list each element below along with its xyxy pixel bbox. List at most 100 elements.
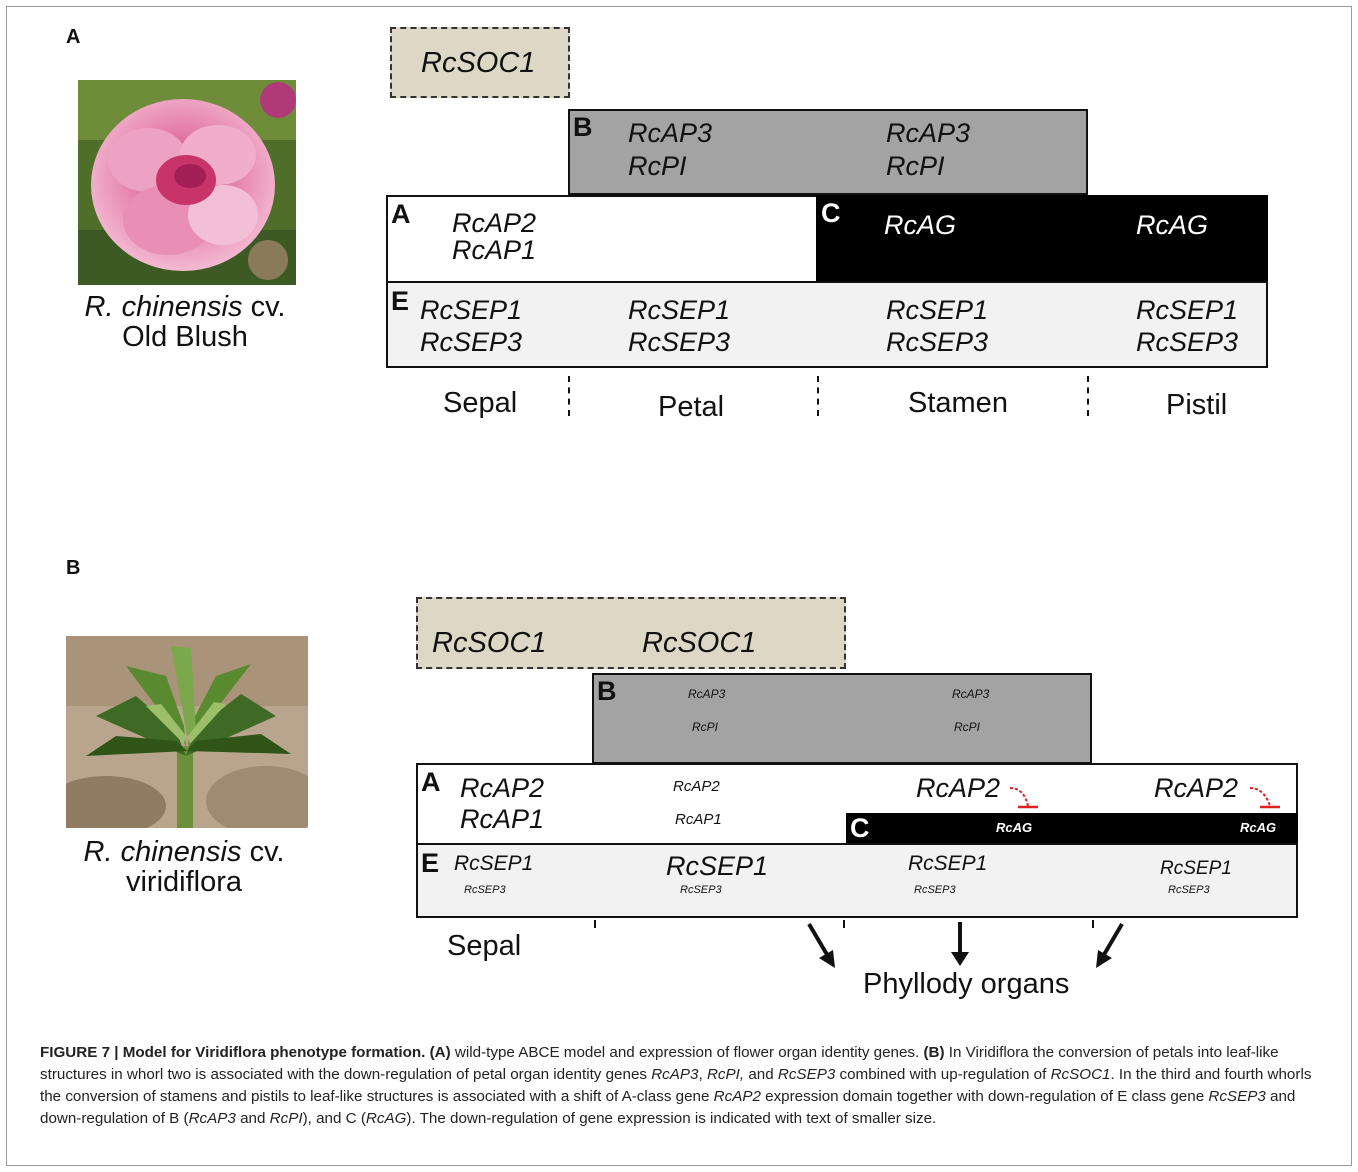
panel-a-b-class-letter: B (573, 112, 593, 142)
inhibition-arrow-icon (1249, 787, 1280, 809)
panel-b-a-gene-small: RcAP2 (673, 778, 720, 795)
panel-a-b-gene: RcAP3 (886, 118, 971, 148)
panel-b-cultivar: viridiflora (125, 866, 243, 898)
inhibition-arrow-icon (1009, 787, 1038, 809)
panel-b-a-gene-small: RcAP1 (675, 811, 722, 828)
panel-a-whorl-divider (568, 376, 570, 416)
panel-a-a-class-box: A RcAP2 RcAP1 (386, 195, 818, 283)
panel-b-e-gene: RcSEP1 (908, 852, 988, 875)
panel-b-a-class-letter: A (421, 767, 441, 797)
caption-gene: RcPI (269, 1110, 303, 1127)
caption-text: and (744, 1066, 778, 1083)
panel-b-label: B (66, 557, 81, 579)
panel-a-b-class-box: B RcAP3 RcPI RcAP3 RcPI (568, 109, 1088, 195)
caption-text: In Viridiflora the conversion of petals … (40, 1044, 1279, 1083)
panel-a-e-gene: RcSEP1 (628, 295, 731, 325)
panel-a-a-class-letter: A (391, 199, 411, 229)
caption-figure-label: FIGURE 7 | Model for Viridiflora phenoty… (40, 1044, 426, 1061)
caption-text: ), and C ( (302, 1110, 366, 1127)
panel-a-e-gene: RcSEP1 (886, 295, 989, 325)
panel-b-e-gene: RcSEP1 (1160, 858, 1232, 879)
panel-a-organ-stamen: Stamen (908, 387, 1008, 419)
panel-b-e-gene-small: RcSEP3 (914, 884, 956, 896)
panel-a-label: A (66, 26, 81, 48)
panel-a-whorl-divider (1087, 376, 1089, 416)
caption-text: , (698, 1066, 707, 1083)
caption-text: ). The down-regulation of gene expressio… (406, 1110, 937, 1127)
panel-a-organ-sepal: Sepal (443, 387, 518, 419)
panel-b-e-gene: RcSEP1 (454, 852, 534, 875)
panel-b-c-class-box: C RcAG RcAG (846, 813, 1298, 843)
panel-b-soc1-box: RcSOC1 RcSOC1 (416, 597, 846, 669)
arrow-down-icon (951, 922, 969, 966)
panel-b-b-gene-small: RcPI (692, 720, 719, 734)
caption-text: and (235, 1110, 270, 1127)
panel-a-cv: cv. (250, 291, 286, 323)
caption-text: expression domain together with down-reg… (760, 1088, 1209, 1105)
panel-a-organ-pistil: Pistil (1166, 389, 1228, 421)
caption-text: and down-regulation of B ( (40, 1088, 1296, 1127)
caption-ref: (A) (429, 1044, 451, 1061)
panel-a-organ-petal: Petal (658, 391, 725, 423)
caption-gene: RcPI, (706, 1066, 745, 1083)
panel-b-b-gene-small: RcAP3 (952, 687, 990, 701)
panel-b-b-class-box: B RcAP3 RcPI RcAP3 RcPI (592, 673, 1092, 764)
panel-b-a-gene: RcAP1 (460, 804, 545, 834)
figure-caption: FIGURE 7 | Model for Viridiflora phenoty… (40, 1042, 1318, 1130)
panel-b-soc1-gene: RcSOC1 (432, 627, 547, 659)
caption-text: combined with up-regulation of (835, 1066, 1051, 1083)
panel-a-c-gene: RcAG (1136, 210, 1209, 240)
caption-gene: RcSOC1 (1050, 1066, 1111, 1083)
panel-b-organ-sepal: Sepal (447, 930, 522, 962)
panel-a-c-class-box: C RcAG RcAG (816, 195, 1268, 283)
panel-b-a-gene-shifted: RcAP2 (916, 773, 1001, 803)
panel-b-species: R. chinensis (83, 836, 242, 868)
arrow-down-right-icon (807, 922, 835, 968)
panel-a-b-gene: RcPI (628, 151, 687, 181)
panel-b-e-gene-small: RcSEP3 (1168, 884, 1210, 896)
panel-b-species-label: R. chinensis cv. viridiflora (34, 837, 334, 897)
panel-a-cultivar: Old Blush (122, 321, 248, 353)
panel-b-e-gene-small: RcSEP3 (680, 884, 722, 896)
caption-ref: (B) (923, 1044, 945, 1061)
panel-b-a-gene: RcAP2 (460, 773, 545, 803)
panel-a-a-gene: RcAP1 (452, 235, 537, 265)
panel-a-c-gene: RcAG (884, 210, 957, 240)
viridiflora-rose-photo (66, 636, 308, 828)
panel-b-e-gene-small: RcSEP3 (464, 884, 506, 896)
arrow-down-left-icon (1096, 922, 1124, 968)
panel-b-e-gene: RcSEP1 (666, 851, 769, 881)
caption-text: . In the third and fourth whorls the con… (40, 1066, 1312, 1105)
panel-b-b-gene-small: RcAP3 (688, 687, 726, 701)
caption-gene: RcAP2 (713, 1088, 761, 1105)
panel-b-b-gene-small: RcPI (954, 720, 981, 734)
panel-a-whorl-divider (817, 376, 819, 416)
panel-a-soc1-gene: RcSOC1 (421, 47, 536, 79)
panel-a-e-gene: RcSEP3 (628, 327, 731, 357)
panel-b-c-class-letter: C (850, 813, 870, 843)
panel-b-a-gene-shifted: RcAP2 (1154, 773, 1239, 803)
panel-a-e-class-letter: E (391, 286, 410, 316)
panel-b-e-class-letter: E (421, 848, 440, 878)
panel-b-b-class-letter: B (597, 676, 617, 706)
caption-gene: RcSEP3 (1208, 1088, 1266, 1105)
panel-a-c-class-letter: C (821, 198, 841, 228)
panel-a-e-gene: RcSEP1 (420, 295, 523, 325)
figure-frame (6, 6, 1352, 1166)
panel-b-whorl-divider (1092, 920, 1094, 928)
panel-b-cv: cv. (249, 836, 285, 868)
caption-gene: RcAG (365, 1110, 407, 1127)
panel-b-organ-phyllody: Phyllody organs (863, 968, 1070, 1000)
panel-b-whorl-divider (594, 920, 596, 928)
panel-a-b-gene: RcPI (886, 151, 945, 181)
panel-a-species-label: R. chinensis cv. Old Blush (40, 292, 330, 352)
caption-gene: RcAP3 (188, 1110, 236, 1127)
panel-a-species: R. chinensis (84, 291, 243, 323)
panel-b-whorl-divider (843, 920, 845, 928)
caption-gene: RcSEP3 (777, 1066, 836, 1083)
old-blush-rose-photo (78, 80, 296, 285)
panel-a-e-gene: RcSEP3 (1136, 327, 1239, 357)
panel-a-e-gene: RcSEP1 (1136, 295, 1239, 325)
panel-a-e-gene: RcSEP3 (420, 327, 523, 357)
caption-gene: RcAP3 (651, 1066, 699, 1083)
